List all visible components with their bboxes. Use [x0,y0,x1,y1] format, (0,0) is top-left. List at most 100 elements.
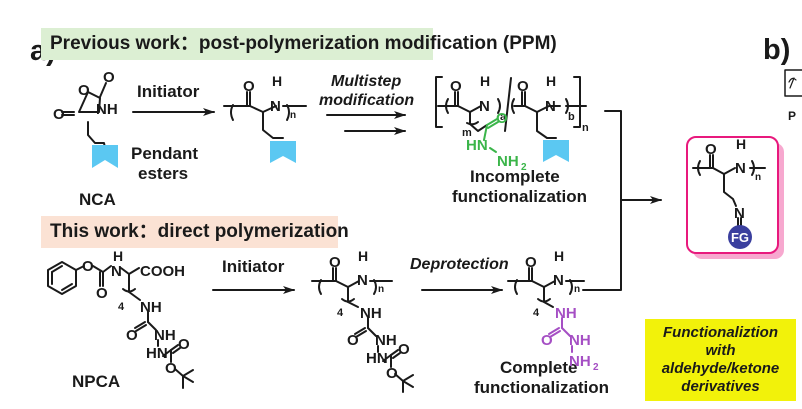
panel-b-box-edge [784,69,802,97]
npca-nh-2: NH [154,327,176,344]
complete-functionalization-label: functionalization [474,378,610,397]
polymer1-o: O [243,78,255,95]
incomplete-label: Incomplete [470,167,560,186]
polymer2-nh-1: NH [360,305,382,322]
note-line1: Functionaliztion [663,324,778,341]
nca-carbonyl-top [99,82,107,98]
phenyl-ring [47,261,77,295]
hydrazide-group [483,118,499,153]
nca-ring [78,91,101,113]
note-line2: with [705,342,736,359]
polymer2-subscript: n [378,284,384,295]
npca-h: H [113,248,123,264]
svg-text:2: 2 [593,362,599,373]
copolymer-incomplete-structure: O H N a O H N b n m O HN NH 2 [435,73,589,173]
product-h: H [736,136,746,152]
polymer3-n: N [553,272,564,289]
product-imine-n: N [734,205,745,222]
npca-o-tbu: O [165,360,177,377]
npca-o-ester: O [82,258,94,275]
multistep-label: Multistep [331,73,402,90]
hydrazide-o: O [496,110,508,127]
npca-label: NPCA [72,372,121,391]
subscript-n: n [582,122,589,134]
modification-label: modification [319,92,415,109]
hydrazide-nh2: NH [497,153,519,170]
panel-b-partial: P [784,69,802,123]
polymer3-subscript: n [574,284,580,295]
merge-bracket [582,110,622,291]
polymer3-h: H [554,248,564,264]
complete-label: Complete [500,358,578,377]
polymer2-n: N [357,272,368,289]
this-work-banner: This work：direct polymerization [41,216,349,248]
polymer1-n: N [270,98,281,115]
nca-o-top: O [103,69,115,86]
polymer-deprotected-structure: O H N n 4 NH O NH NH 2 [507,248,599,373]
polymer3-o-urea: O [541,332,553,349]
subscript-b: b [568,111,575,123]
polymer2-o-tbu: O [386,365,398,382]
subscript-a: a [500,111,507,123]
subscript-m: m [462,127,472,139]
polymer3-nh-1: NH [555,305,577,322]
previous-work-banner: Previous work：post-polymerization modifi… [41,28,557,60]
incomplete-functionalization-label: functionalization [452,187,588,206]
polymer-boc-structure: O H N n 4 NH O NH HN O O [311,248,414,393]
nca-label: NCA [79,190,116,209]
bracket-right [573,76,581,128]
copolymer-o-a: O [450,78,462,95]
hydrazide-hn: HN [466,137,488,154]
product-n: N [735,160,746,177]
product-structure: O H N n N FG [686,136,784,259]
npca-cooh: COOH [140,263,185,280]
product-o: O [705,141,717,158]
nca-side-chain [87,121,106,149]
fg-label: FG [731,230,749,245]
polymer3-nh-2: NH [569,332,591,349]
copolymer-slash [504,77,512,132]
polymer3-spacer: 4 [533,307,540,319]
note-line4: derivatives [681,378,760,395]
polymer3-nh2: NH [569,353,591,370]
nca-o-left: O [53,106,65,123]
npca-structure: O O H N COOH 4 NH O NH HN O O [47,248,194,389]
polymer2-o: O [329,254,341,271]
npca-o-urea: O [126,327,138,344]
copolymer-n-a: N [479,98,490,115]
npca-o-boc: O [178,336,190,353]
npca-n: N [111,263,122,280]
initiator-label-top: Initiator [137,82,200,101]
polymer2-nh-2: NH [375,332,397,349]
npca-nh-1: NH [140,299,162,316]
nca-o-ring: O [78,82,90,99]
copolymer-h-b: H [546,73,556,89]
panel-b-label: b) [763,34,791,66]
bracket-left [435,76,443,128]
polymer2-hn: HN [366,350,388,367]
polymer1-h: H [272,73,282,89]
deprotection-label: Deprotection [410,256,509,273]
npca-hn: HN [146,345,168,362]
polymer2-o-boc: O [398,341,410,358]
polymer-pendant-structure: O H N n [223,73,307,163]
polymer2-o-urea: O [347,332,359,349]
pendant-ester-icon [270,141,296,163]
polymer2-h: H [358,248,368,264]
pendant-ester-icon [543,140,569,162]
functional-group-icon [728,225,752,249]
copolymer-h-a: H [480,73,490,89]
nca-nh: NH [96,101,118,118]
note-line3: aldehyde/ketone [661,360,780,377]
copolymer-o-b: O [517,78,529,95]
polymer2-spacer: 4 [337,307,344,319]
pendant-label-line2: esters [138,164,189,183]
npca-spacer: 4 [118,301,125,313]
npca-o-carbonyl: O [96,285,108,302]
functionalization-note: Functionaliztion with aldehyde/ketone de… [645,319,796,401]
polymer3-o: O [525,254,537,271]
polymer1-subscript: n [290,110,296,121]
initiator-label-bottom: Initiator [222,257,285,276]
semicarbazide-group [548,317,573,353]
